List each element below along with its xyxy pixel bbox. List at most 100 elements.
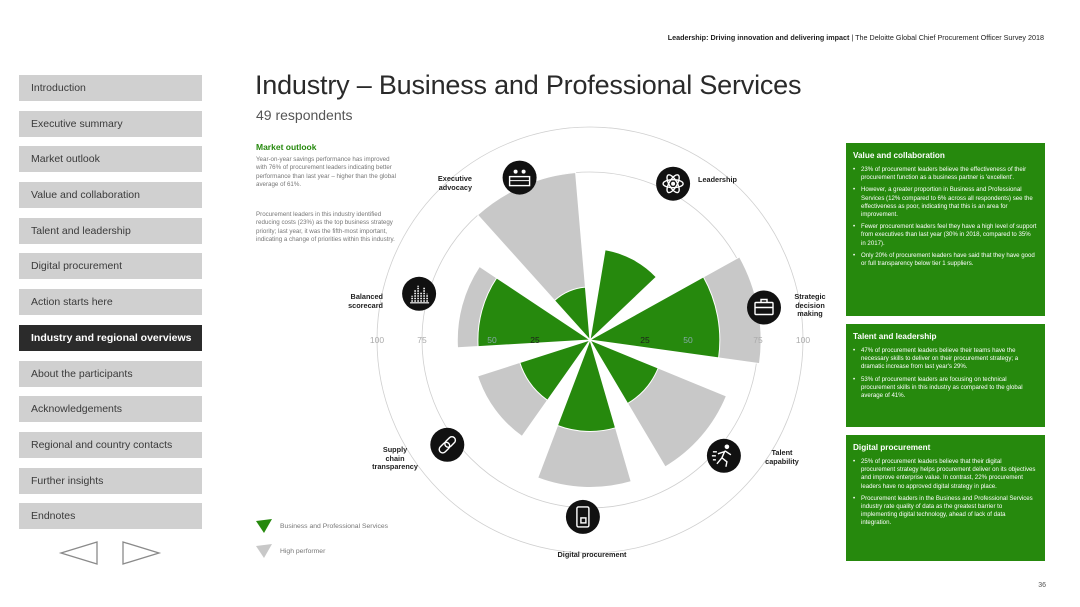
category-icons — [402, 160, 781, 534]
panel-heading: Value and collaboration — [853, 151, 945, 160]
icon-part — [716, 450, 732, 467]
panel-value-and-collaboration: Value and collaboration 23% of procureme… — [846, 143, 1045, 316]
axis-tick-right-100: 100 — [796, 335, 810, 345]
icon-part — [438, 441, 451, 454]
list-item: Fewer procurement leaders feel they have… — [853, 223, 1037, 248]
icon-part — [521, 169, 526, 174]
icon-part — [754, 301, 774, 316]
nav-item-acknowledgements[interactable]: Acknowledgements — [19, 396, 202, 423]
briefcase-icon — [747, 290, 781, 325]
respondents-count: 49 respondents — [256, 107, 353, 123]
chain-link-icon — [430, 427, 465, 462]
category-label-text: Talent capability — [765, 448, 799, 466]
legend-label-industry: Business and Professional Services — [280, 522, 389, 530]
category-label-digital-procurement: Digital procurement — [557, 550, 627, 559]
nav-item-action-starts-here[interactable]: Action starts here — [19, 289, 202, 316]
icon-part — [760, 298, 768, 303]
page-title: Industry – Business and Professional Ser… — [255, 70, 802, 100]
icon-part — [576, 506, 590, 528]
tablet-icon — [565, 499, 600, 534]
panel-heading: Talent and leadership — [853, 332, 937, 341]
market-outlook-paragraph-1: Year-on-year savings performance has imp… — [256, 156, 396, 189]
runner-icon — [706, 438, 741, 473]
nav-item-market-outlook[interactable]: Market outlook — [19, 146, 202, 173]
market-outlook-heading: Market outlook — [256, 142, 317, 152]
list-item: Only 20% of procurement leaders have sai… — [853, 252, 1037, 268]
axis-tick-right-25: 25 — [640, 335, 650, 345]
icon-circle — [565, 499, 600, 534]
grey-wedge-icon — [256, 544, 272, 558]
category-label-text: Supply chain transparency — [372, 445, 418, 471]
icon-part — [513, 169, 518, 174]
panel-talent-and-leadership: Talent and leadership 47% of procurement… — [846, 324, 1045, 427]
list-item: 23% of procurement leaders believe the e… — [853, 166, 1037, 182]
icon-part — [724, 444, 730, 450]
icon-part — [666, 174, 680, 194]
category-label-text: Balanced scorecard — [348, 292, 383, 310]
nav-item-talent-and-leadership[interactable]: Talent and leadership — [19, 217, 202, 244]
icon-circle — [502, 160, 537, 195]
market-outlook-paragraph-2: Procurement leaders in this industry ide… — [256, 211, 395, 244]
industry-bar-leadership — [589, 249, 658, 342]
icon-part — [444, 436, 457, 448]
industry-bar-supply-chain-transparency — [519, 339, 592, 401]
next-page-arrow-icon[interactable] — [122, 541, 162, 565]
nav-item-value-and-collaboration[interactable]: Value and collaboration — [19, 182, 202, 209]
nav-item-further-insights[interactable]: Further insights — [19, 467, 202, 494]
axis-tick-left-100: 100 — [370, 335, 384, 345]
nav-item-industry-and-regional-overviews[interactable]: Industry and regional overviews — [19, 324, 202, 351]
category-label-talent-capability: Talent capability — [758, 448, 806, 466]
icon-part — [662, 179, 684, 189]
category-label-strategic-decision-making: Strategic decision making — [786, 292, 834, 319]
category-label-text: Executive advocacy — [437, 174, 472, 192]
nav-item-about-the-participants[interactable]: About the participants — [19, 360, 202, 387]
list-item: 25% of procurement leaders believe that … — [853, 458, 1037, 491]
nav-item-introduction[interactable]: Introduction — [19, 75, 202, 101]
nav-item-regional-and-country-contacts[interactable]: Regional and country contacts — [19, 431, 202, 458]
nav-item-endnotes[interactable]: Endnotes — [19, 503, 202, 530]
axis-tick-right-50: 50 — [683, 335, 693, 345]
legend-label-high-performer: High performer — [280, 547, 326, 555]
list-item: However, a greater proportion in Busines… — [853, 186, 1037, 219]
list-item: 47% of procurement leaders believe their… — [853, 347, 1037, 372]
header-survey: | The Deloitte Global Chief Procurement … — [849, 33, 1044, 42]
category-label-leadership: Leadership — [698, 175, 737, 184]
page-arrows — [58, 541, 170, 565]
industry-bar-digital-procurement — [556, 338, 617, 432]
icon-part — [580, 517, 587, 524]
panel-digital-procurement: Digital procurement 25% of procurement l… — [846, 435, 1045, 561]
axis-tick-left-75: 75 — [417, 335, 427, 345]
category-label-executive-advocacy: Executive advocacy — [420, 174, 472, 192]
panel-heading: Digital procurement — [853, 443, 931, 452]
icon-part — [666, 174, 680, 194]
category-label-text: Strategic decision making — [794, 292, 826, 318]
industry-bar-executive-advocacy — [553, 286, 591, 342]
icon-part — [671, 181, 676, 186]
axis-tick-left-25: 25 — [530, 335, 540, 345]
page-header: Leadership: Driving innovation and deliv… — [668, 33, 1044, 42]
section-nav: Introduction Executive summary Market ou… — [19, 75, 202, 539]
panel-list: 23% of procurement leaders believe the e… — [853, 166, 1037, 268]
industry-bar-talent-capability — [588, 338, 659, 405]
podium-icon — [502, 160, 537, 195]
axis-tick-left-50: 50 — [487, 335, 497, 345]
nav-item-digital-procurement[interactable]: Digital procurement — [19, 253, 202, 280]
legend-item-high-performer: High performer — [256, 544, 325, 558]
panel-list: 47% of procurement leaders believe their… — [853, 347, 1037, 400]
icon-part — [711, 451, 717, 461]
header-title: Leadership: Driving innovation and deliv… — [667, 33, 850, 42]
legend-item-industry: Business and Professional Services — [256, 519, 388, 533]
ring-100 — [376, 126, 804, 554]
industry-bar-strategic-decision-making — [588, 276, 721, 359]
atom-icon — [656, 166, 691, 201]
nav-item-executive-summary[interactable]: Executive summary — [19, 110, 202, 137]
green-wedge-icon — [256, 519, 272, 533]
icon-circle — [430, 427, 465, 462]
panel-list: 25% of procurement leaders believe that … — [853, 458, 1037, 528]
category-label-supply-chain-transparency: Supply chain transparency — [365, 445, 425, 472]
previous-page-arrow-icon[interactable] — [58, 541, 98, 565]
industry-bars — [477, 249, 721, 432]
category-label-balanced-scorecard: Balanced scorecard — [330, 292, 383, 310]
